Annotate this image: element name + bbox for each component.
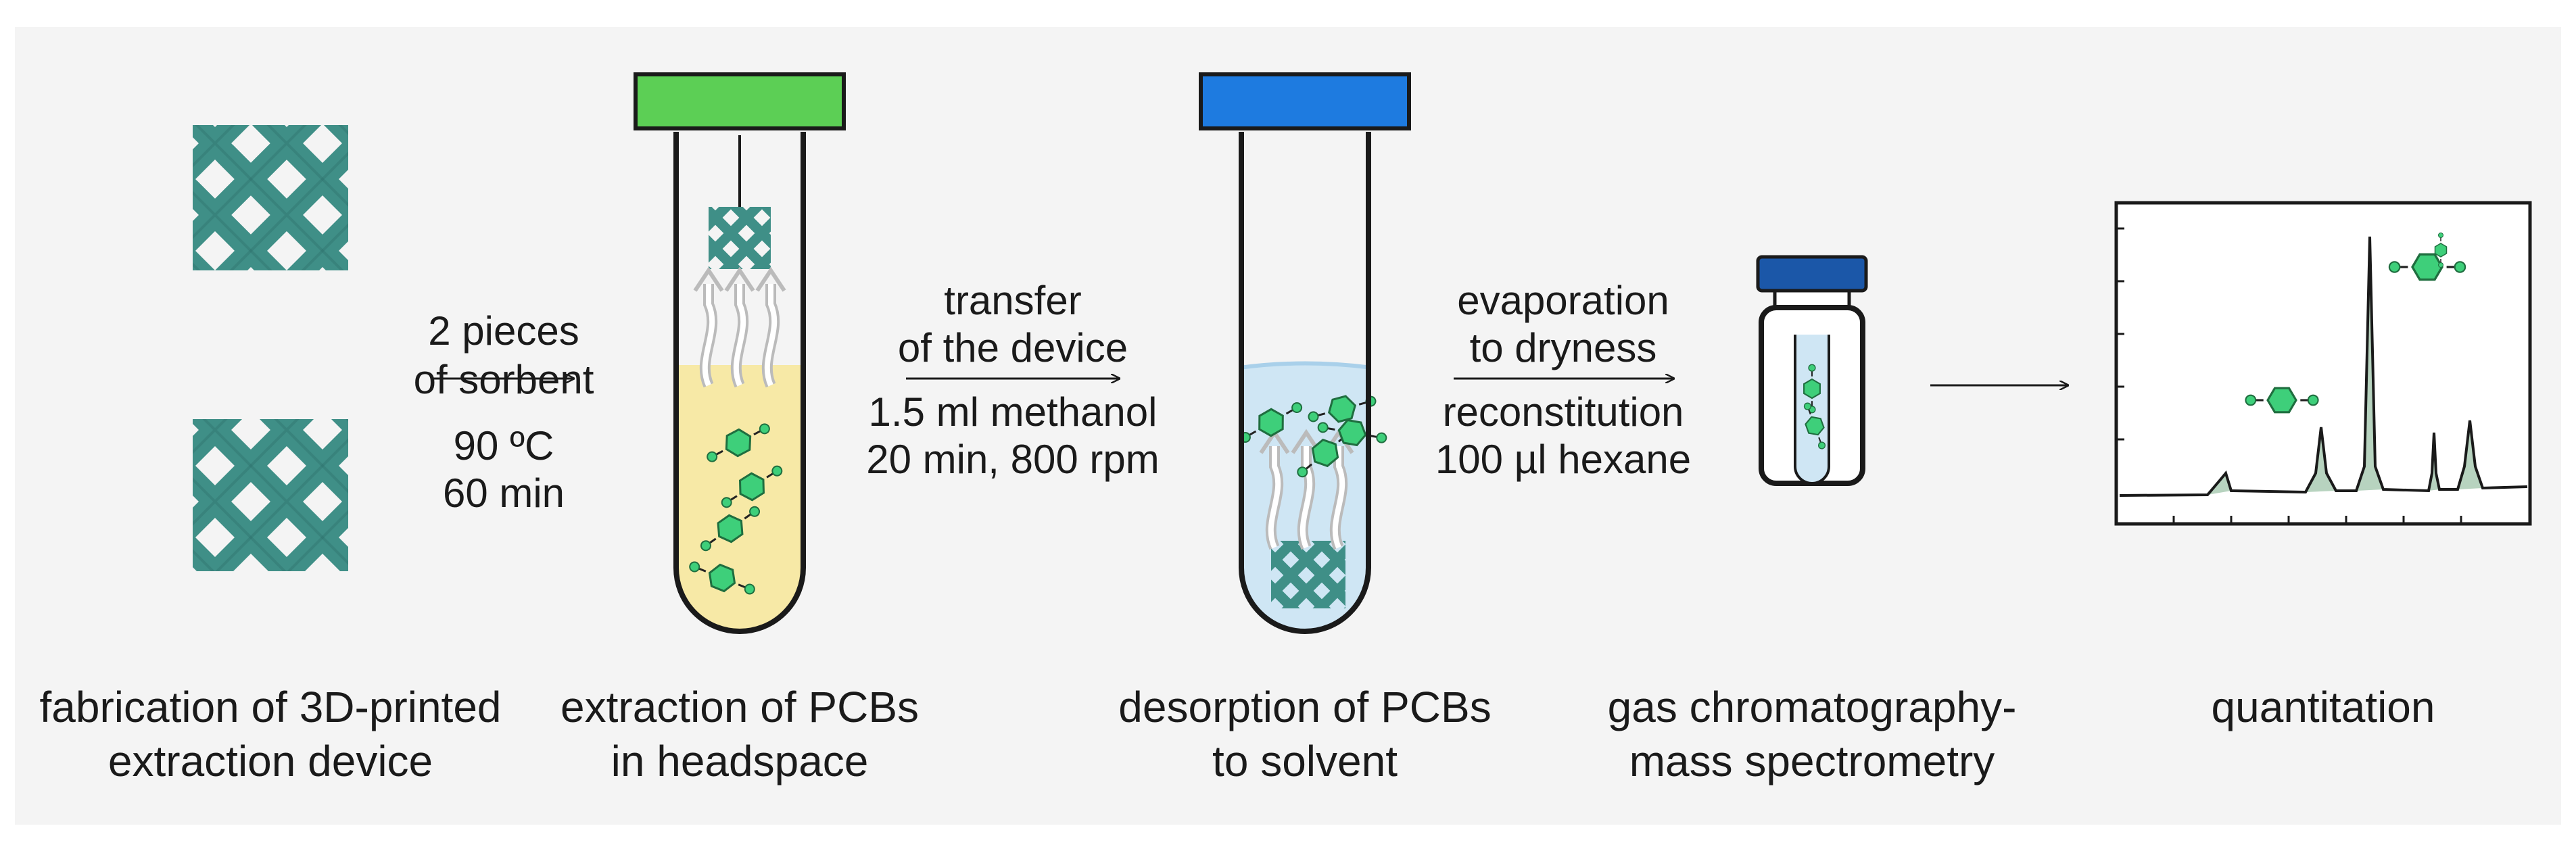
caption-step-2-line2: in headspace xyxy=(611,737,869,785)
caption-step-3-line2: to solvent xyxy=(1212,737,1398,785)
arrow-3-below-line2: 100 µl hexane xyxy=(1435,437,1691,482)
caption-step-1-line1: fabrication of 3D-printed xyxy=(39,683,501,731)
tube-outline xyxy=(1239,132,1371,634)
arrow-2-below-line1: 1.5 ml methanol xyxy=(869,389,1158,435)
green-cap xyxy=(634,72,846,130)
caption-step-3-line1: desorption of PCBs xyxy=(1118,683,1491,731)
vial-icon xyxy=(1756,255,1868,486)
test-tube-icon xyxy=(1199,72,1411,634)
test-tube-icon xyxy=(634,72,846,634)
navy-cap xyxy=(1756,255,1868,293)
tube-outline xyxy=(673,132,806,634)
sample-liquid xyxy=(676,365,803,631)
arrow-2-above-line1: transfer xyxy=(944,278,1081,323)
arrow-3-below-line1: reconstitution xyxy=(1443,389,1684,435)
chromatogram-trace xyxy=(2119,236,2528,497)
caption-step-2-line1: extraction of PCBs xyxy=(560,683,919,731)
lattice-mesh-icon xyxy=(193,125,348,270)
arrow-3-above-line2: to dryness xyxy=(1470,325,1657,370)
chromatogram-icon xyxy=(2114,201,2532,526)
arrow-2-above-line2: of the device xyxy=(898,325,1128,370)
arrow-2-below-line2: 20 min, 800 rpm xyxy=(866,437,1160,482)
lattice-mesh-icon xyxy=(1271,541,1345,608)
chromatogram-ticks xyxy=(2116,227,2462,524)
blue-cap xyxy=(1199,72,1411,130)
arrow-1-above-line1: 2 pieces xyxy=(428,308,579,354)
arrow-1-above-line2: of sorbent xyxy=(414,357,594,402)
caption-step-5-line1: quantitation xyxy=(2212,683,2435,731)
arrow-3-above-line1: evaporation xyxy=(1457,278,1669,323)
arrow-1-below-line1: 90 ºC xyxy=(454,423,554,468)
arrow-1-below-line2: 60 min xyxy=(443,470,565,516)
caption-step-4-line1: gas chromatography- xyxy=(1608,683,2017,731)
lattice-mesh-icon xyxy=(709,207,771,269)
lattice-mesh-icon xyxy=(193,419,348,571)
caption-step-4-line2: mass spectrometry xyxy=(1629,737,1995,785)
caption-step-1-line2: extraction device xyxy=(108,737,433,785)
